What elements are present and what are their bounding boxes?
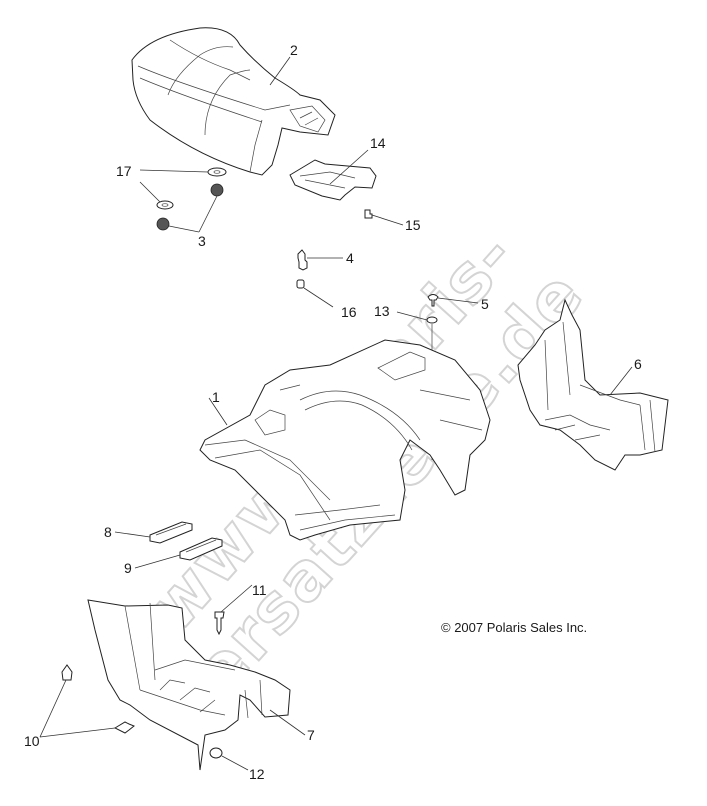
rivet-icon[interactable] bbox=[61, 664, 73, 681]
right-footwell-part[interactable] bbox=[517, 298, 669, 471]
nut-icon[interactable] bbox=[156, 217, 170, 231]
copyright-notice: © 2007 Polaris Sales Inc. bbox=[441, 620, 588, 635]
nut-icon[interactable] bbox=[209, 747, 223, 759]
nut-icon[interactable] bbox=[210, 183, 224, 197]
callout-17[interactable]: 17 bbox=[116, 163, 132, 179]
callout-2[interactable]: 2 bbox=[290, 42, 298, 58]
callout-6[interactable]: 6 bbox=[634, 356, 642, 372]
rear-cab-fender-part[interactable] bbox=[199, 339, 491, 541]
callout-12[interactable]: 12 bbox=[249, 766, 265, 782]
callout-5[interactable]: 5 bbox=[481, 296, 489, 312]
latch-bracket-part[interactable] bbox=[289, 159, 377, 201]
washer-icon[interactable] bbox=[207, 167, 227, 177]
screw-icon[interactable] bbox=[214, 611, 225, 636]
seat-part[interactable] bbox=[131, 27, 336, 176]
stud-icon[interactable] bbox=[297, 249, 308, 271]
callout-13[interactable]: 13 bbox=[374, 303, 390, 319]
bushing-icon[interactable] bbox=[296, 279, 305, 289]
left-footwell-part[interactable] bbox=[87, 599, 291, 771]
rivet-icon[interactable] bbox=[113, 721, 135, 734]
washer-icon[interactable] bbox=[426, 316, 438, 324]
callout-10[interactable]: 10 bbox=[24, 733, 40, 749]
footrest-strip-part[interactable] bbox=[149, 521, 193, 544]
screw-icon[interactable] bbox=[427, 294, 439, 307]
callout-4[interactable]: 4 bbox=[346, 250, 354, 266]
callout-15[interactable]: 15 bbox=[405, 217, 421, 233]
callout-3[interactable]: 3 bbox=[198, 233, 206, 249]
footrest-strip-part[interactable] bbox=[179, 537, 223, 561]
callout-1[interactable]: 1 bbox=[212, 389, 220, 405]
washer-icon[interactable] bbox=[156, 200, 174, 210]
callout-16[interactable]: 16 bbox=[341, 304, 357, 320]
callout-9[interactable]: 9 bbox=[124, 560, 132, 576]
callout-8[interactable]: 8 bbox=[104, 524, 112, 540]
callout-11[interactable]: 11 bbox=[252, 582, 267, 598]
callout-7[interactable]: 7 bbox=[307, 727, 315, 743]
callout-14[interactable]: 14 bbox=[370, 135, 386, 151]
screw-icon[interactable] bbox=[364, 209, 373, 219]
